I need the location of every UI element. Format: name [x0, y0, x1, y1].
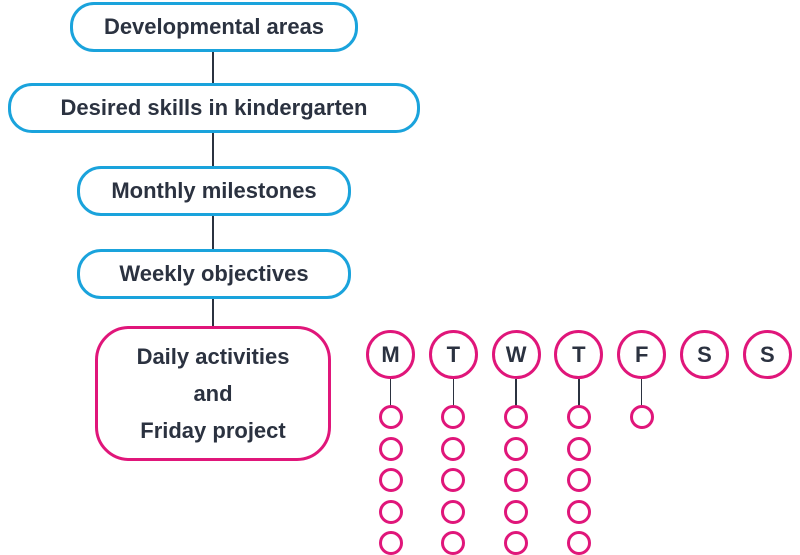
activity-dot — [504, 499, 529, 524]
activity-dot — [441, 405, 466, 429]
day-connector — [389, 379, 392, 407]
day-circle-2: T — [428, 330, 478, 379]
activity-dot — [441, 468, 466, 492]
connector-line — [212, 50, 214, 83]
activity-dot — [566, 531, 591, 555]
activity-dot — [504, 405, 529, 429]
day-connector — [452, 379, 455, 407]
connector-line — [212, 133, 214, 167]
activity-dot — [378, 405, 403, 429]
daily-line-2: and — [193, 381, 233, 406]
activity-dot — [378, 531, 403, 555]
day-circle-1: M — [366, 330, 415, 379]
weekly-objectives-node: Weekly objectives — [77, 249, 351, 299]
daily-activities-node: Daily activities and Friday project — [95, 326, 331, 461]
activity-dot — [504, 468, 529, 492]
day-connector — [640, 379, 643, 407]
connector-line — [212, 216, 214, 250]
developmental-areas-node: Developmental areas — [70, 2, 358, 52]
day-circle-5: F — [617, 330, 667, 379]
activity-dot — [504, 436, 529, 461]
activity-dot — [629, 405, 654, 429]
activity-dot — [566, 405, 591, 429]
daily-line-3: Friday project — [140, 418, 286, 443]
day-connector — [578, 379, 580, 407]
day-circle-4: T — [554, 330, 604, 379]
activity-dot — [566, 436, 591, 461]
daily-line-1: Daily activities — [136, 344, 290, 369]
activity-dot — [378, 468, 403, 492]
day-circle-6: S — [680, 330, 729, 379]
activity-dot — [441, 499, 466, 524]
activity-dot — [504, 531, 529, 555]
activity-dot — [566, 468, 591, 492]
day-circle-7: S — [742, 330, 792, 379]
connector-line — [212, 299, 214, 327]
activity-dot — [378, 499, 403, 524]
activity-dot — [566, 499, 591, 524]
activity-dot — [378, 436, 403, 461]
day-circle-3: W — [491, 330, 541, 379]
desired-skills-node: Desired skills in kindergarten — [8, 83, 420, 133]
activity-dot — [441, 531, 466, 555]
day-connector — [515, 379, 517, 407]
activity-dot — [441, 436, 466, 461]
monthly-milestones-node: Monthly milestones — [77, 166, 351, 216]
